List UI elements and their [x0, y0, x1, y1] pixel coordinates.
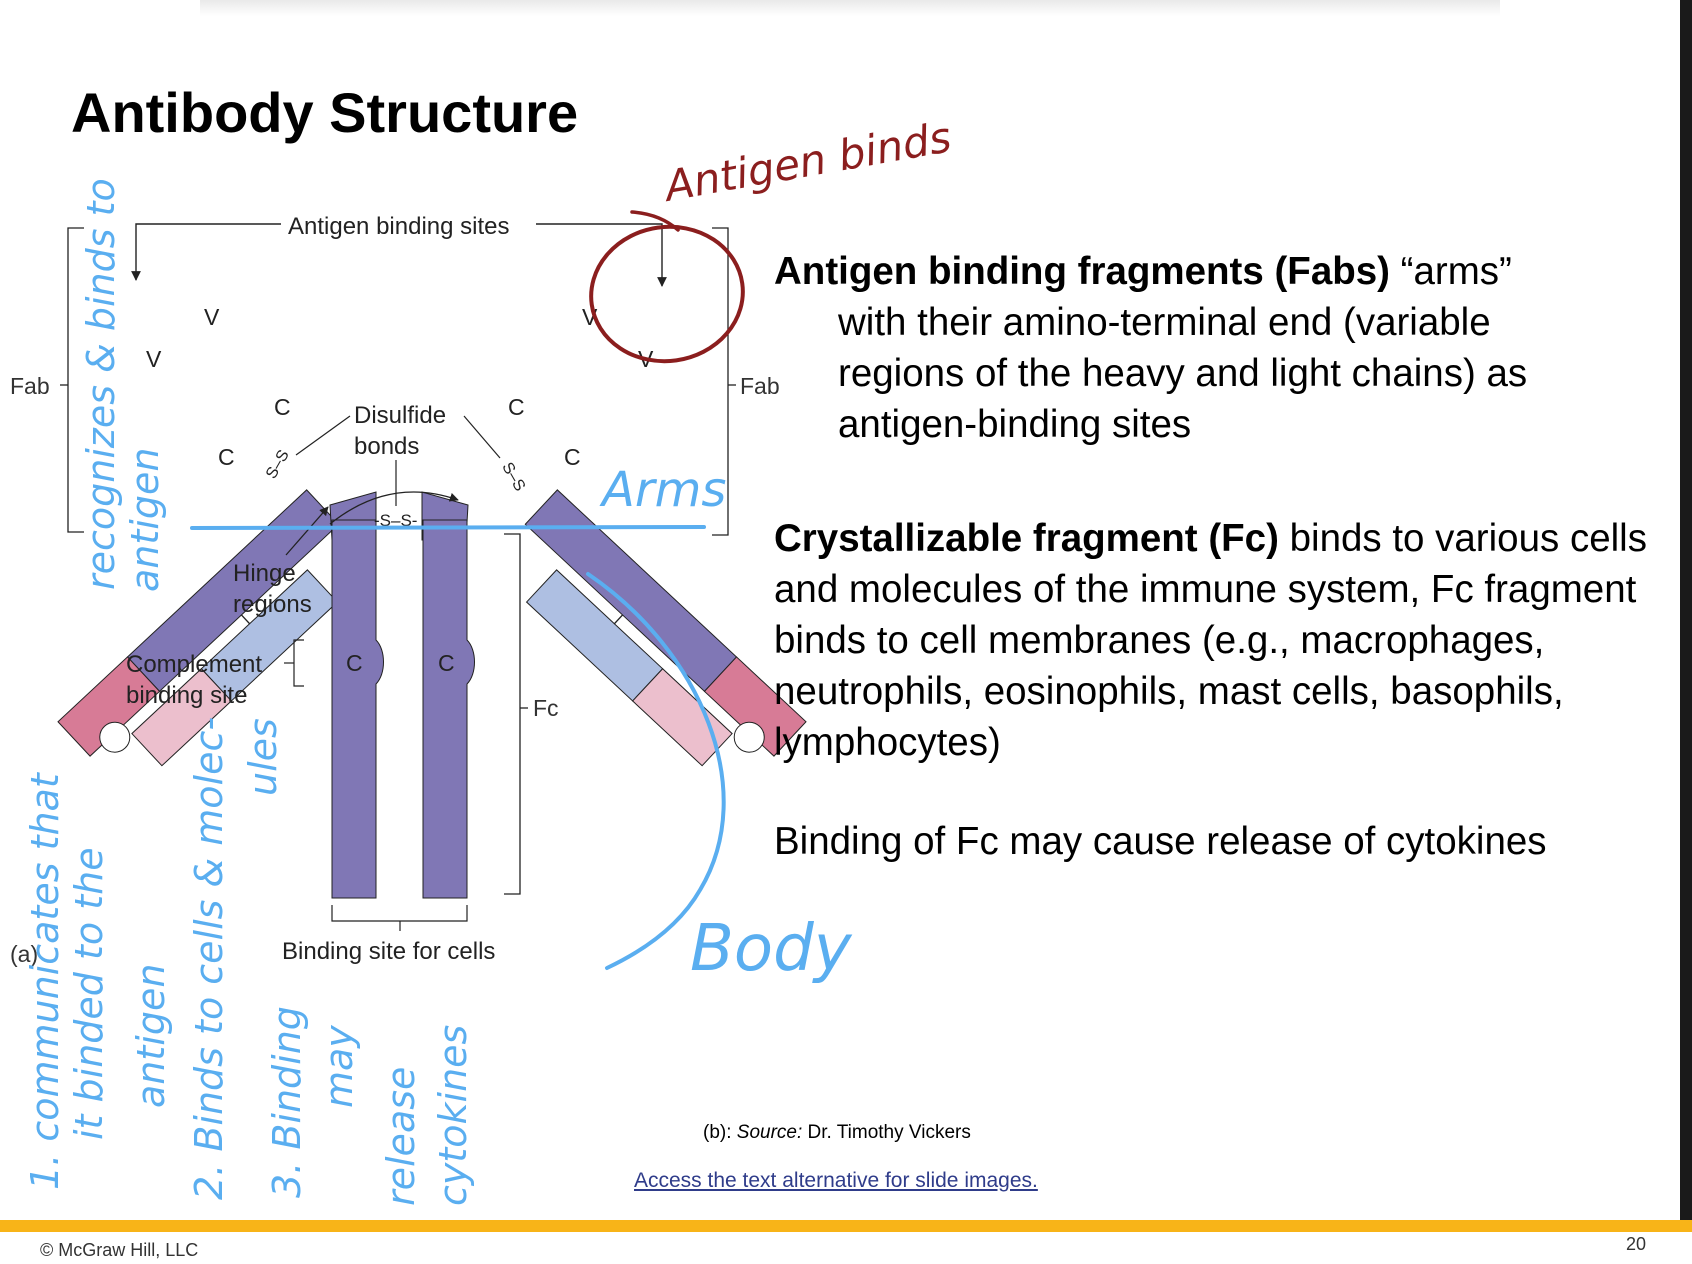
- right-fc-chain: [422, 519, 475, 899]
- fab-bracket-left: [67, 227, 84, 533]
- label-binding-site-cells: Binding site for cells: [282, 938, 495, 965]
- label-v-left-light: V: [146, 346, 162, 372]
- fc-bracket: [504, 533, 521, 895]
- label-fab-left: Fab: [10, 373, 50, 399]
- fab-bracket-right: [712, 227, 729, 536]
- page-number: 20: [1625, 1234, 1646, 1254]
- left-arm: [57, 489, 340, 767]
- fab-paragraph: Antigen binding fragments (Fabs) “arms” …: [774, 246, 1654, 450]
- slide-title: Antibody Structure: [71, 81, 579, 144]
- antigen-sites-line-left: [131, 223, 281, 281]
- antigen-circle: [589, 224, 745, 364]
- image-source-credit: (b): Source: Dr. Timothy Vickers: [703, 1122, 971, 1144]
- label-ss-right: S–S: [498, 460, 528, 495]
- source-prefix: (b):: [703, 1122, 737, 1143]
- label-c-left-heavy: C: [274, 394, 291, 420]
- left-light-variable: [131, 668, 233, 767]
- note-1-line3: antigen: [129, 964, 173, 1108]
- left-binding-pocket: [99, 721, 131, 753]
- note-2-line1: 2. Binds to cells & molec-: [187, 717, 231, 1200]
- fab-line-2: with their amino-terminal end (variable: [838, 301, 1491, 344]
- copyright: © McGraw Hill, LLC: [40, 1240, 199, 1260]
- label-panel-a: (a): [10, 941, 38, 967]
- fc-description: binds to various cells and molecules of …: [774, 517, 1647, 764]
- fc-paragraph: Crystallizable fragment (Fc) binds to va…: [774, 513, 1654, 768]
- note-3-line3: release: [379, 1067, 423, 1206]
- right-binding-pocket: [733, 721, 765, 753]
- note-1-line2: it binded to the: [67, 847, 111, 1140]
- note-1-line1: 1. communicates that: [23, 771, 67, 1190]
- note-2-line2: ules: [241, 718, 285, 796]
- note-arms: Arms: [599, 462, 726, 518]
- label-fc: Fc: [533, 695, 559, 721]
- top-shadow: [200, 0, 1500, 16]
- text-alternative-link[interactable]: Access the text alternative for slide im…: [634, 1169, 1038, 1192]
- fab-arms-text: “arms”: [1389, 250, 1512, 293]
- arms-divider-line: [190, 525, 706, 530]
- body-bracket-curve: [586, 572, 726, 970]
- note-recognizes-2: antigen: [123, 448, 167, 592]
- note-3-line1: 3. Binding: [265, 1006, 309, 1198]
- note-3-line4: cytokines: [431, 1025, 475, 1206]
- label-c-left-fc: C: [346, 650, 363, 676]
- fab-line-4: antigen-binding sites: [838, 403, 1192, 446]
- left-heavy-variable: [57, 656, 161, 757]
- antigen-sites-line-right: [536, 223, 667, 287]
- label-c-left-light: C: [218, 444, 235, 470]
- label-c-right-light: C: [564, 444, 581, 470]
- window-edge: [1680, 0, 1692, 1220]
- left-fc-chain: [331, 519, 384, 899]
- note-antigen-binds: Antigen binds: [658, 112, 955, 211]
- note-recognizes-1: recognizes & binds to: [79, 178, 123, 590]
- label-ss-left: S–S: [263, 447, 293, 482]
- label-c-right-fc: C: [438, 650, 455, 676]
- label-ss-hinge: -S–S-: [374, 511, 417, 530]
- label-disulfide-2: bonds: [354, 433, 419, 460]
- footer-bar: [0, 1220, 1692, 1232]
- label-antigen-binding-sites: Antigen binding sites: [288, 213, 509, 240]
- label-hinge-2: regions: [233, 591, 312, 618]
- label-disulfide-1: Disulfide: [354, 402, 446, 429]
- right-arm: [524, 489, 807, 767]
- note-body: Body: [690, 912, 853, 986]
- label-fab-right: Fab: [740, 373, 780, 399]
- source-label: Source:: [736, 1122, 803, 1143]
- note-3-line2: may: [317, 1025, 361, 1108]
- cytokines-paragraph: Binding of Fc may cause release of cytok…: [774, 820, 1547, 863]
- label-v-left-heavy: V: [204, 304, 220, 330]
- label-hinge-1: Hinge: [233, 560, 296, 587]
- label-complement-1: Complement: [126, 651, 262, 678]
- label-complement-2: binding site: [126, 682, 247, 709]
- right-heavy-variable: [703, 656, 807, 757]
- source-name: Dr. Timothy Vickers: [802, 1122, 971, 1143]
- fc-heading: Crystallizable fragment (Fc): [774, 517, 1279, 560]
- fab-line-3: regions of the heavy and light chains) a…: [838, 352, 1528, 395]
- fab-heading: Antigen binding fragments (Fabs): [774, 250, 1390, 293]
- label-c-right-heavy: C: [508, 394, 525, 420]
